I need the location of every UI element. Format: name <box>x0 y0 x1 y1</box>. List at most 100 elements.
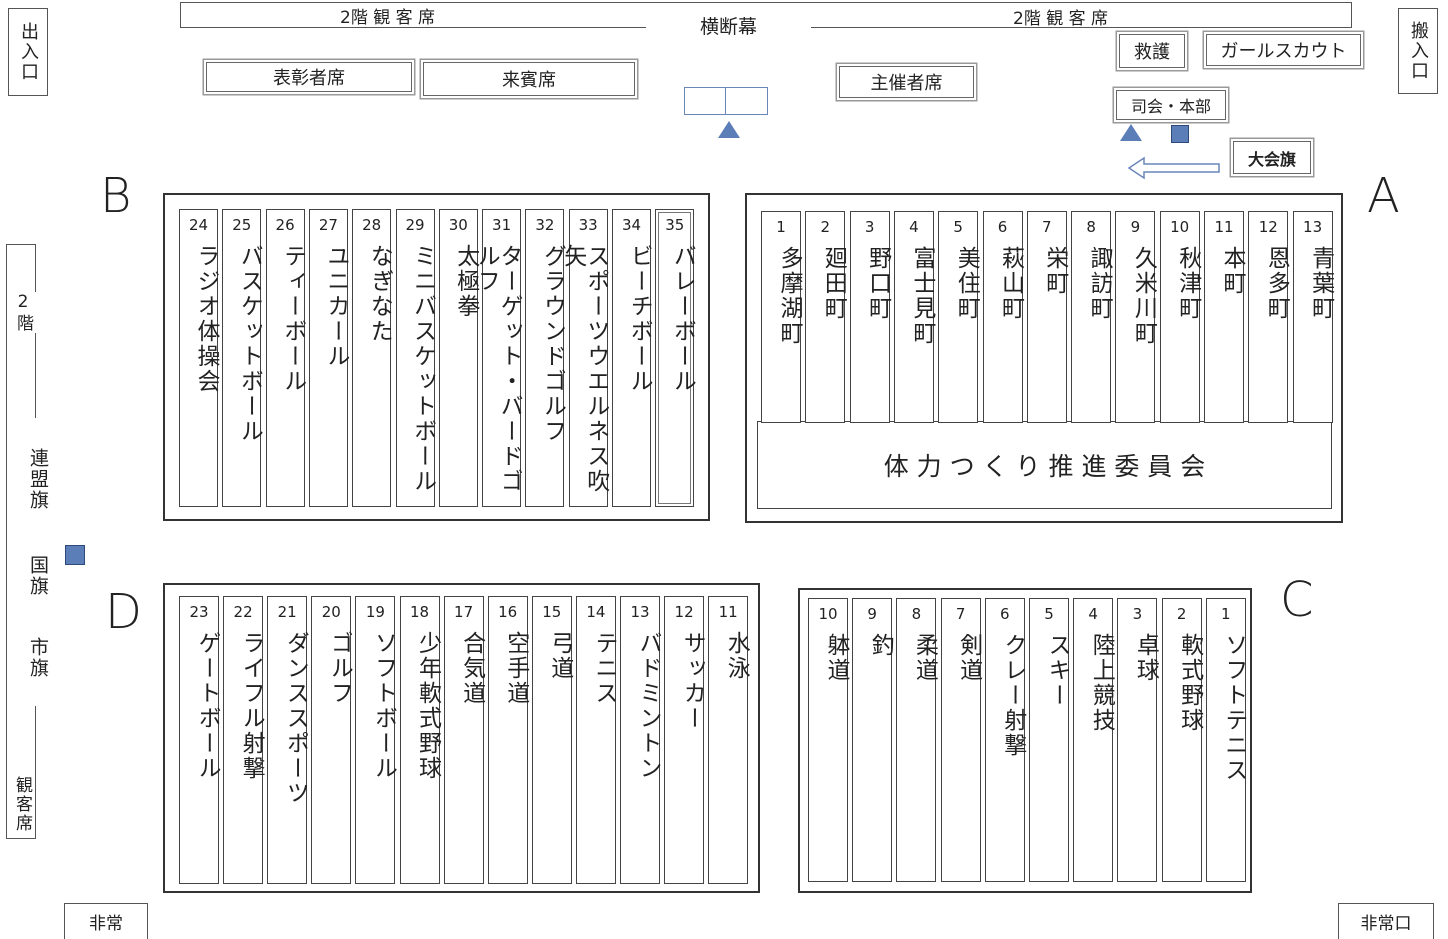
column-number: 2 <box>1176 605 1187 623</box>
column-number: 28 <box>362 216 382 234</box>
column-name: 栄町 <box>1041 246 1068 296</box>
column-number: 33 <box>578 216 598 234</box>
emergency-exit-left: 非常 <box>64 903 148 939</box>
raihin-label: 来賓席 <box>502 70 556 91</box>
block-label-a: A <box>1367 168 1400 224</box>
column-number: 12 <box>674 603 694 621</box>
table-column: 12 サッカー <box>664 596 706 884</box>
block-label-c: C <box>1280 572 1314 628</box>
column-name: ゴルフ <box>326 631 353 706</box>
table-column: 19 ソフトボール <box>355 596 397 884</box>
entrance-left-label: 出入口 <box>18 22 39 82</box>
column-name: サッカー <box>679 631 706 731</box>
left-balcony-top-label: 2階 <box>11 292 36 333</box>
table-column: 9 久米川町 <box>1115 211 1157 423</box>
column-number: 8 <box>911 605 922 623</box>
entrance-left: 出入口 <box>8 8 48 96</box>
column-name: 少年軟式野球 <box>414 631 441 781</box>
block-d <box>163 583 760 893</box>
column-name: ソフトボール <box>370 631 397 781</box>
hyosho-label: 表彰者席 <box>273 68 345 89</box>
column-name: グラウンドゴルフ <box>539 244 566 444</box>
column-name: バスケットボール <box>236 244 263 444</box>
balcony-label-right: 2階 観 客 席 <box>1013 9 1109 29</box>
block-label-d: D <box>105 584 142 640</box>
column-name: 諏訪町 <box>1086 246 1113 321</box>
column-name: 卓球 <box>1132 633 1159 683</box>
column-number: 9 <box>1130 218 1141 236</box>
column-name: バドミントン <box>635 631 661 781</box>
podium-marker-icon <box>718 121 740 138</box>
column-number: 29 <box>405 216 425 234</box>
column-name: ターゲット・バードゴルフ <box>473 244 523 494</box>
column-number: 7 <box>955 605 966 623</box>
column-name: ダンススポーツ <box>282 631 309 806</box>
column-number: 10 <box>1170 218 1190 236</box>
table-column: 14 テニス <box>575 596 617 884</box>
column-number: 11 <box>1214 218 1234 236</box>
column-name: 陸上競技 <box>1088 633 1115 733</box>
column-name: 合気道 <box>458 631 485 706</box>
hyosho-seat: 表彰者席 <box>206 62 412 92</box>
column-name: 久米川町 <box>1130 246 1157 346</box>
shusai-seat: 主催者席 <box>839 66 974 98</box>
arrow-left-icon <box>1128 156 1220 180</box>
column-name: ミニバスケットボール <box>409 244 436 494</box>
column-number: 14 <box>586 603 606 621</box>
column-name: 青葉町 <box>1307 246 1334 321</box>
column-name: 秋津町 <box>1174 246 1201 321</box>
block-label-b: B <box>100 168 132 224</box>
banner-text: 横断幕 <box>699 15 757 38</box>
table-column: 7 栄町 <box>1026 211 1068 423</box>
column-number: 26 <box>275 216 295 234</box>
column-number: 1 <box>1221 605 1231 623</box>
table-column: 8 柔道 <box>896 598 938 882</box>
emergency-exit-right: 非常口 <box>1338 903 1434 939</box>
column-number: 18 <box>409 603 430 621</box>
table-column: 30 太極拳 <box>438 209 479 507</box>
column-number: 6 <box>997 218 1008 236</box>
column-number: 16 <box>498 603 518 621</box>
column-number: 27 <box>318 216 338 234</box>
column-name: 太極拳 <box>452 244 479 319</box>
column-number: 19 <box>365 603 385 621</box>
column-name: 柔道 <box>911 633 938 683</box>
column-name: 釣 <box>867 633 894 658</box>
column-name: 水泳 <box>723 631 750 681</box>
shikai-label: 司会・本部 <box>1130 97 1211 116</box>
column-name: 多摩湖町 <box>776 246 802 346</box>
raihin-seat: 来賓席 <box>423 62 635 96</box>
entrance-right: 搬入口 <box>1398 8 1438 94</box>
emergency-right-label: 非常口 <box>1360 914 1412 934</box>
column-number: 12 <box>1258 218 1278 236</box>
column-number: 7 <box>1042 218 1052 236</box>
column-number: 21 <box>277 603 297 621</box>
column-name: スキー <box>1044 633 1070 708</box>
podium <box>684 87 768 115</box>
column-number: 5 <box>1044 605 1054 623</box>
banner-label: 横断幕 <box>646 10 811 40</box>
column-name: 恩多町 <box>1263 246 1290 321</box>
column-number: 30 <box>448 216 468 234</box>
column-name: テニス <box>590 631 617 706</box>
column-number: 3 <box>864 218 875 236</box>
block-b <box>163 193 710 521</box>
